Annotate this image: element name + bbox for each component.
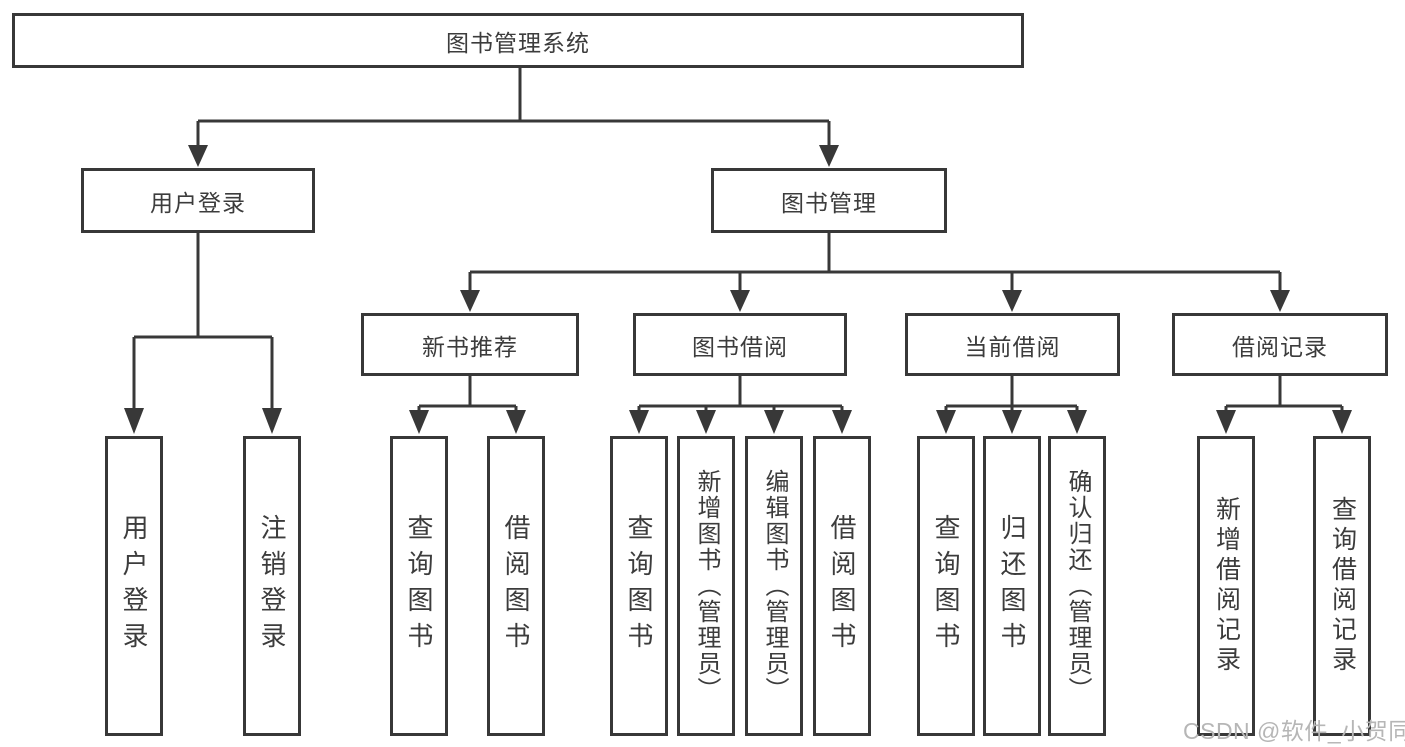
- node-library-management-system: 图书管理系统: [12, 13, 1024, 68]
- node-label: 用户登录: [150, 189, 246, 216]
- leaf-query-books-current: 查询图书: [917, 436, 975, 736]
- leaf-label: 注销登录: [257, 514, 287, 658]
- node-user-login: 用户登录: [81, 168, 315, 233]
- leaf-logout: 注销登录: [243, 436, 301, 736]
- leaf-borrow-books-recommend: 借阅图书: [487, 436, 545, 736]
- node-label: 图书借阅: [692, 333, 788, 360]
- node-label: 图书管理: [781, 189, 877, 216]
- leaf-query-books-borrow: 查询图书: [610, 436, 668, 736]
- node-label: 新书推荐: [422, 333, 518, 360]
- leaf-label: 查询借阅记录: [1328, 496, 1357, 676]
- leaf-label: 借阅图书: [501, 514, 531, 658]
- leaf-label: 新增借阅记录: [1212, 496, 1241, 676]
- leaf-label: 确认归还（管理员）: [1064, 469, 1091, 703]
- node-label: 当前借阅: [964, 333, 1061, 360]
- node-label: 借阅记录: [1232, 333, 1328, 360]
- leaf-borrow-books: 借阅图书: [813, 436, 871, 736]
- leaf-query-borrow-record: 查询借阅记录: [1313, 436, 1371, 736]
- leaf-query-books-recommend: 查询图书: [390, 436, 448, 736]
- leaf-return-book: 归还图书: [983, 436, 1041, 736]
- leaf-label: 查询图书: [624, 514, 654, 658]
- node-book-borrowing: 图书借阅: [633, 313, 847, 376]
- leaf-edit-book-admin: 编辑图书（管理员）: [745, 436, 803, 736]
- node-new-book-recommendation: 新书推荐: [361, 313, 579, 376]
- leaf-add-borrow-record: 新增借阅记录: [1197, 436, 1255, 736]
- leaf-label: 查询图书: [931, 514, 961, 658]
- leaf-user-login: 用户登录: [105, 436, 163, 736]
- node-label: 图书管理系统: [446, 29, 590, 56]
- leaf-label: 查询图书: [404, 514, 434, 658]
- watermark: CSDN @软件_小贺同学: [1183, 718, 1405, 744]
- leaf-label: 用户登录: [119, 514, 149, 658]
- leaf-confirm-return-admin: 确认归还（管理员）: [1048, 436, 1106, 736]
- leaf-label: 借阅图书: [827, 514, 857, 658]
- node-borrowing-records: 借阅记录: [1172, 313, 1388, 376]
- leaf-label: 归还图书: [997, 514, 1027, 658]
- leaf-label: 新增图书（管理员）: [693, 469, 720, 703]
- node-book-management: 图书管理: [711, 168, 947, 233]
- leaf-add-book-admin: 新增图书（管理员）: [677, 436, 735, 736]
- leaf-label: 编辑图书（管理员）: [761, 469, 788, 703]
- node-current-borrowing: 当前借阅: [905, 313, 1120, 376]
